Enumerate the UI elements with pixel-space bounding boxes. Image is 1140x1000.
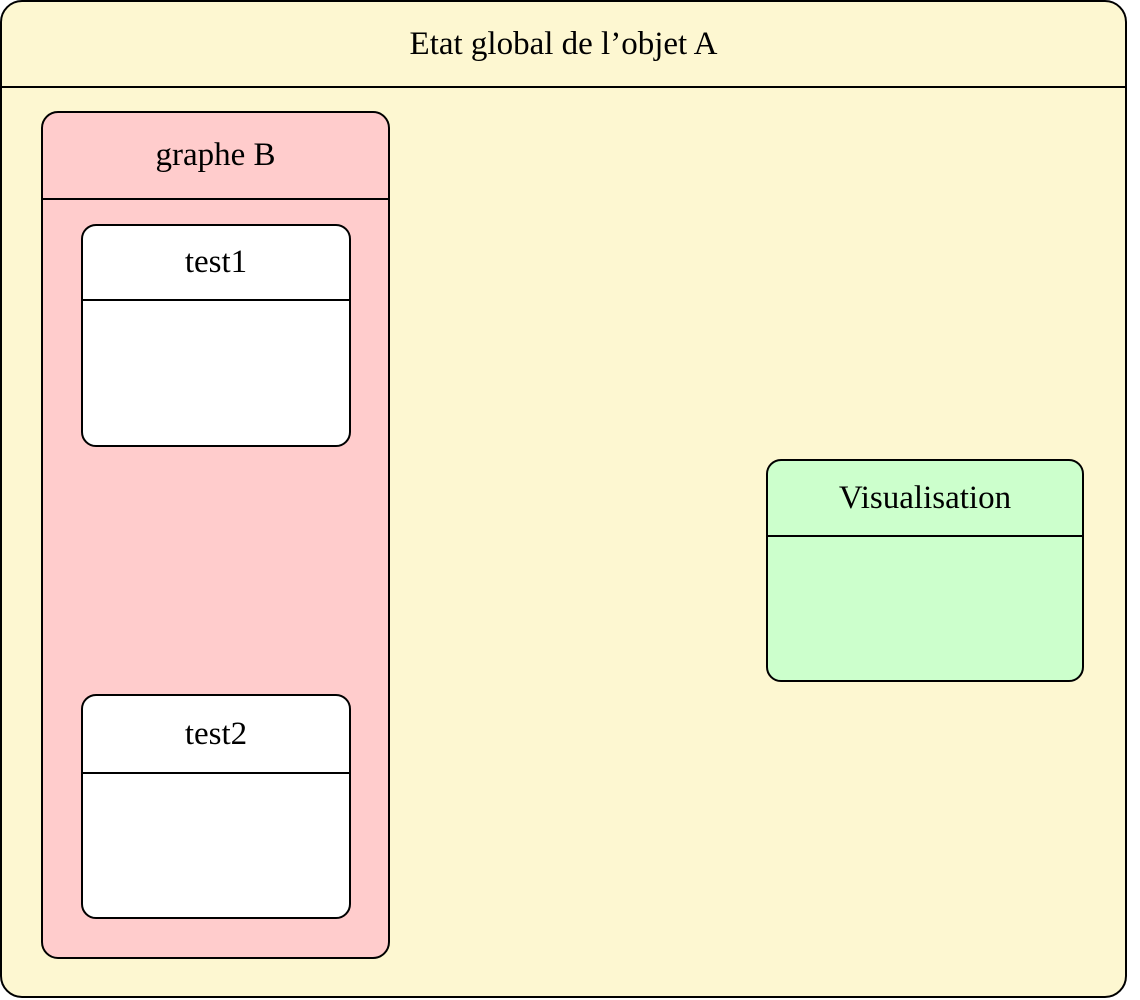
node-test1-title: test1 <box>83 226 349 301</box>
node-test1-body <box>83 301 349 445</box>
node-test2-body <box>83 774 349 917</box>
outer-state-title: Etat global de l’objet A <box>2 2 1125 88</box>
visualisation-title: Visualisation <box>768 461 1082 537</box>
node-test2: test2 <box>81 694 351 919</box>
visualisation-box: Visualisation <box>766 459 1084 682</box>
node-test2-title: test2 <box>83 696 349 774</box>
visualisation-body <box>768 537 1082 680</box>
graph-b-title: graphe B <box>43 113 388 200</box>
node-test1: test1 <box>81 224 351 447</box>
